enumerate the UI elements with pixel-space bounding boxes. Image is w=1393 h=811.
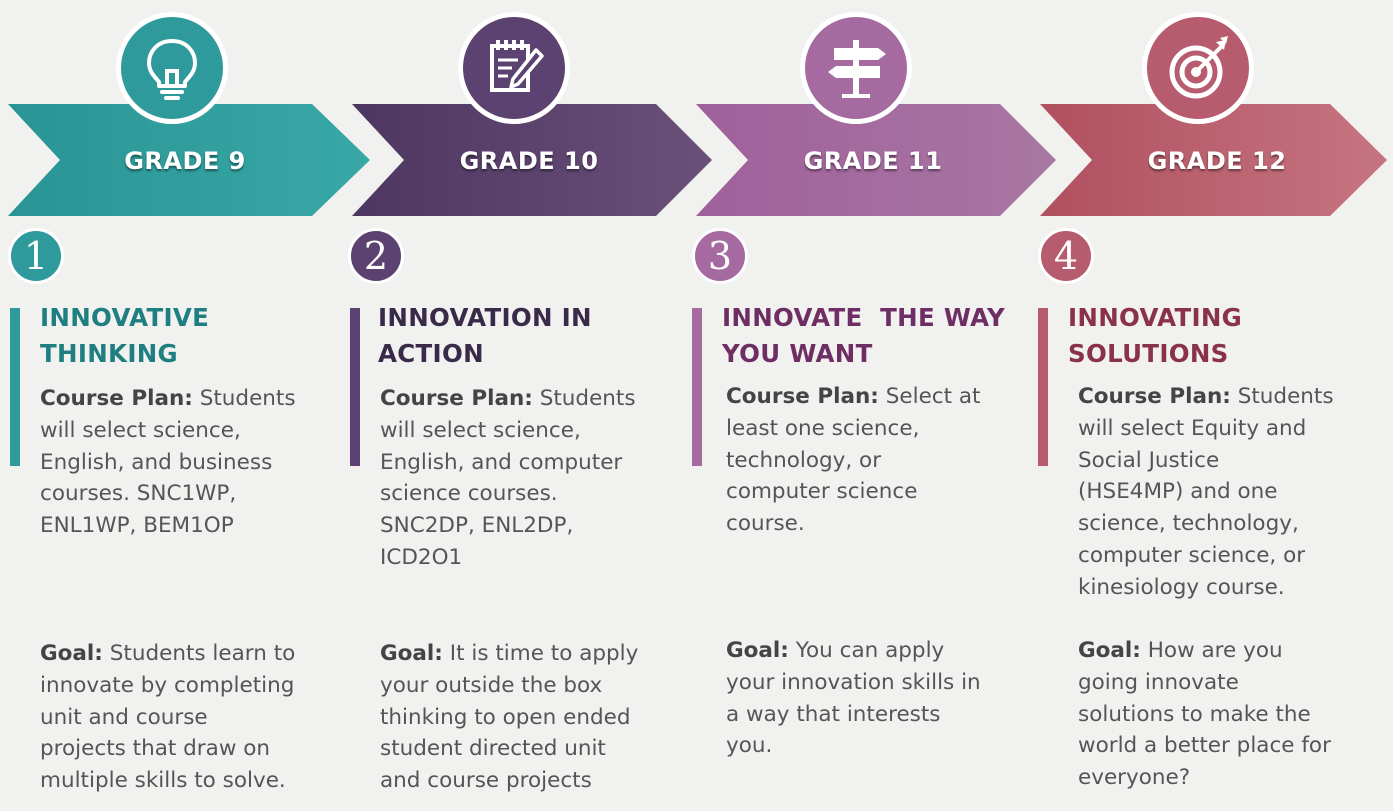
stage-heading: INNOVATIVE THINKING bbox=[40, 300, 340, 372]
course-plan-line: Select at bbox=[885, 384, 981, 409]
accent-bar bbox=[692, 308, 702, 466]
course-plan-line: ICD2O1 bbox=[380, 544, 463, 570]
goal-label: Goal: bbox=[1078, 638, 1141, 663]
chevron-grade-10 bbox=[352, 104, 712, 216]
course-plan-line: will select Equity and bbox=[1078, 415, 1307, 441]
course-plan-label: Course Plan bbox=[380, 386, 525, 411]
accent-bar bbox=[10, 308, 20, 466]
chevron-grade-9 bbox=[8, 104, 370, 216]
accent-bar bbox=[350, 308, 360, 466]
step-number-badge: 1 bbox=[8, 228, 64, 284]
course-plan-line: science courses. bbox=[380, 481, 558, 507]
stage-heading-line-2: YOU WANT bbox=[722, 339, 873, 368]
goal-line: everyone? bbox=[1078, 765, 1191, 791]
course-plan-line: technology, or bbox=[726, 447, 882, 473]
course-plan-line: least one science, bbox=[726, 415, 920, 441]
grade-11-icon-badge bbox=[800, 12, 912, 124]
course-plan-line: Social Justice bbox=[1078, 447, 1220, 473]
course-plan-line: Students bbox=[1237, 384, 1334, 409]
course-plan-line: course. bbox=[726, 511, 805, 537]
chevron-grade-12 bbox=[1040, 104, 1387, 216]
course-plan-line: English, and computer bbox=[380, 449, 623, 475]
grade-9-icon-badge bbox=[116, 12, 228, 124]
grade-chevron-banner bbox=[8, 104, 1387, 216]
goal-line: innovate by completing bbox=[40, 672, 295, 698]
goal-label: Goal: bbox=[380, 641, 443, 666]
goal-text: Goal: It is time to apply your outside t… bbox=[380, 638, 680, 797]
step-number-badge: 4 bbox=[1038, 228, 1094, 284]
course-plan-text: Course Plan: Students will select Equity… bbox=[1078, 381, 1378, 604]
chevron-grade-11 bbox=[696, 104, 1056, 216]
goal-line: It is time to apply bbox=[449, 641, 639, 666]
course-plan-line: Students bbox=[199, 386, 296, 411]
goal-line: Students learn to bbox=[109, 641, 296, 666]
grade-10-label: GRADE 10 bbox=[459, 147, 599, 175]
course-plan-line: Students bbox=[539, 386, 636, 411]
step-number-badge: 3 bbox=[692, 228, 748, 284]
goal-line: projects that draw on bbox=[40, 736, 271, 762]
stage-heading-line-1: INNOVATION IN bbox=[378, 303, 592, 332]
stage-heading-line-1: INNOVATING bbox=[1068, 303, 1243, 332]
stage-heading-line-1: INNOVATE THE WAY bbox=[722, 303, 1006, 332]
course-plan-line: will select science, bbox=[380, 417, 581, 443]
goal-line: student directed unit bbox=[380, 736, 606, 762]
course-plan-label: Course Plan bbox=[1078, 384, 1223, 409]
grade-10-icon-badge bbox=[458, 12, 570, 124]
goal-line: your outside the box bbox=[380, 672, 603, 698]
goal-text: Goal: You can apply your innovation skil… bbox=[726, 635, 1026, 762]
stage-heading-line-2: THINKING bbox=[40, 339, 178, 368]
goal-text: Goal: Students learn to innovate by comp… bbox=[40, 638, 340, 797]
goal-text: Goal: How are you going innovate solutio… bbox=[1078, 635, 1378, 794]
course-plan-text: Course Plan: Select at least one science… bbox=[726, 381, 1026, 540]
grade-9-label: GRADE 9 bbox=[124, 147, 246, 175]
stage-heading-line-1: INNOVATIVE bbox=[40, 303, 210, 332]
course-plan-line: computer science bbox=[726, 479, 918, 505]
stage-heading: INNOVATION IN ACTION bbox=[378, 300, 678, 372]
signpost-icon bbox=[828, 40, 886, 98]
goal-line: you. bbox=[726, 733, 773, 759]
grade-12-icon-badge bbox=[1142, 12, 1254, 124]
grade-11-label: GRADE 11 bbox=[803, 147, 943, 175]
course-plan-line: ENL1WP, BEM1OP bbox=[40, 513, 234, 539]
course-plan-line: will select science, bbox=[40, 417, 241, 443]
step-number-badge: 2 bbox=[348, 228, 404, 284]
goal-line: and course projects bbox=[380, 768, 592, 794]
course-plan-line: kinesiology course. bbox=[1078, 574, 1285, 600]
goal-line: going innovate bbox=[1078, 669, 1239, 695]
goal-line: thinking to open ended bbox=[380, 704, 631, 730]
grade-12-label: GRADE 12 bbox=[1147, 147, 1287, 175]
notepad-pencil-icon bbox=[490, 40, 544, 92]
course-plan-label: Course Plan bbox=[40, 386, 185, 411]
stage-heading-line-2: SOLUTIONS bbox=[1068, 339, 1229, 368]
goal-line: How are you bbox=[1147, 638, 1283, 663]
goal-line: your innovation skills in bbox=[726, 669, 981, 695]
stage-heading-line-2: ACTION bbox=[378, 339, 484, 368]
course-plan-line: computer science, or bbox=[1078, 542, 1306, 568]
lightbulb-icon bbox=[147, 39, 197, 100]
stage-heading: INNOVATING SOLUTIONS bbox=[1068, 300, 1368, 372]
stage-heading: INNOVATE THE WAY YOU WANT bbox=[722, 300, 1032, 372]
goal-line: unit and course bbox=[40, 704, 208, 730]
course-plan-text: Course Plan: Students will select scienc… bbox=[380, 383, 680, 574]
goal-line: a way that interests bbox=[726, 701, 941, 727]
goal-label: Goal: bbox=[726, 638, 789, 663]
goal-line: You can apply bbox=[795, 638, 945, 663]
course-plan-line: English, and business bbox=[40, 449, 273, 475]
course-plan-line: courses. SNC1WP, bbox=[40, 481, 237, 507]
course-plan-text: Course Plan: Students will select scienc… bbox=[40, 383, 340, 542]
goal-line: solutions to make the bbox=[1078, 701, 1311, 727]
course-plan-line: SNC2DP, ENL2DP, bbox=[380, 513, 574, 539]
course-plan-line: science, technology, bbox=[1078, 511, 1299, 537]
course-plan-label: Course Plan bbox=[726, 384, 871, 409]
goal-label: Goal: bbox=[40, 641, 103, 666]
course-plan-line: (HSE4MP) and one bbox=[1078, 479, 1278, 505]
goal-line: world a better place for bbox=[1078, 733, 1331, 759]
accent-bar bbox=[1038, 308, 1048, 466]
goal-line: multiple skills to solve. bbox=[40, 768, 286, 794]
target-arrow-icon bbox=[1169, 36, 1228, 99]
